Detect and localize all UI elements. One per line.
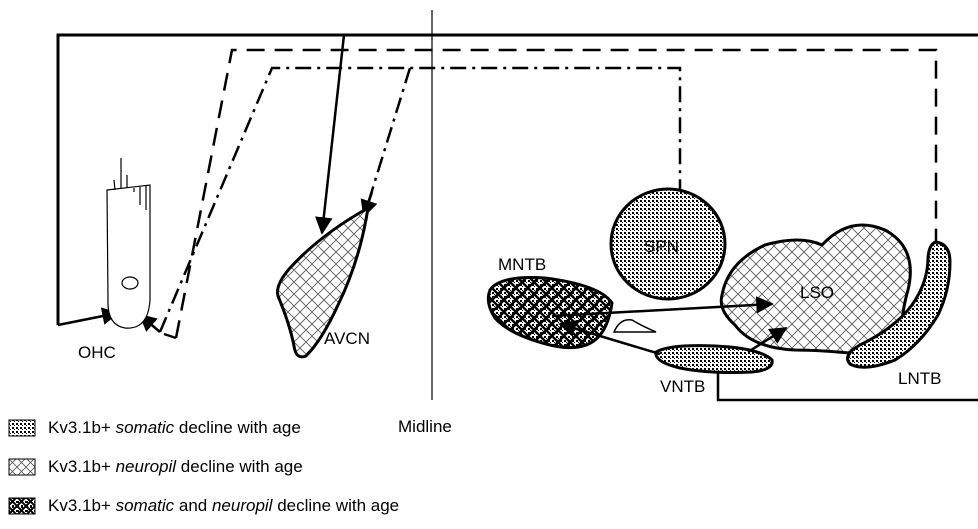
legend-both-suffix: decline with age bbox=[272, 496, 399, 516]
legend-somatic: Kv3.1b+ somatic decline with age bbox=[8, 418, 301, 438]
ohc-label: OHC bbox=[78, 343, 116, 362]
dashed-arrow-ohc bbox=[164, 334, 176, 338]
dashdot-arrow-avcn bbox=[366, 68, 410, 210]
legend-neuropil-prefix: Kv3.1b+ bbox=[48, 457, 116, 477]
legend-both-em1: somatic bbox=[116, 496, 175, 516]
vntb-region bbox=[656, 346, 772, 373]
lntb-label: LNTB bbox=[898, 369, 941, 388]
lso-label: LSO bbox=[800, 283, 834, 302]
mntb-label: MNTB bbox=[498, 255, 546, 274]
legend-somatic-suffix: decline with age bbox=[174, 418, 301, 438]
legend-somatic-prefix: Kv3.1b+ bbox=[48, 418, 116, 438]
avcn-label: AVCN bbox=[324, 329, 370, 348]
legend-both-em2: neuropil bbox=[212, 496, 273, 516]
legend-both: Kv3.1b+ somatic and neuropil decline wit… bbox=[8, 496, 399, 516]
small-structure bbox=[614, 320, 656, 332]
legend-both-prefix: Kv3.1b+ bbox=[48, 496, 116, 516]
legend-both-mid: and bbox=[174, 496, 212, 516]
solid-arrow-avcn bbox=[322, 35, 344, 233]
spn-label: SPN bbox=[644, 237, 679, 256]
legend-neuropil: Kv3.1b+ neuropil decline with age bbox=[8, 457, 303, 477]
legend-neuropil-suffix: decline with age bbox=[176, 457, 303, 477]
both-swatch bbox=[8, 497, 36, 515]
legend-neuropil-em: neuropil bbox=[116, 457, 177, 477]
midline-label: Midline bbox=[398, 417, 452, 436]
somatic-swatch bbox=[8, 419, 36, 437]
neuropil-swatch bbox=[8, 458, 36, 476]
vntb-label: VNTB bbox=[660, 377, 705, 396]
legend-somatic-em: somatic bbox=[116, 418, 175, 438]
ohc-cell bbox=[107, 158, 150, 328]
